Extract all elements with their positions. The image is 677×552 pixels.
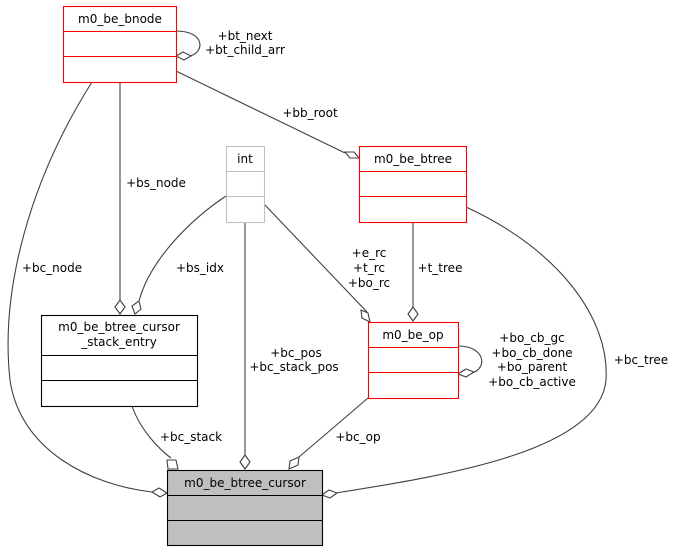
class-box (62, 5, 178, 84)
class-box (40, 314, 199, 408)
class-m0-be-op[interactable]: m0_be_op (367, 321, 460, 400)
class-m0-be-btree-cursor-stack-entry[interactable]: m0_be_btree_cursor _stack_entry (40, 314, 199, 408)
label-bc-stack-pos: +bc_stack_pos (249, 360, 338, 374)
edge-bc-op (298, 397, 369, 458)
diamond-bs-idx (131, 300, 142, 315)
edge-op-self (457, 345, 483, 374)
diamond-bnode-self (174, 51, 193, 61)
class-name: int (237, 152, 253, 166)
class-m0-be-btree-cursor[interactable]: m0_be_btree_cursor (166, 469, 324, 547)
class-name: m0_be_op (382, 328, 443, 342)
label-bs-idx: +bs_idx (176, 261, 224, 275)
diamond-bc-tree (320, 489, 339, 499)
class-name-line1: m0_be_btree_cursor (58, 320, 180, 334)
edge-bc-stack (131, 405, 172, 459)
label-bo-rc: +bo_rc (348, 276, 390, 290)
label-t-tree: +t_tree (418, 261, 463, 275)
label-e-rc: +e_rc (352, 246, 387, 260)
diamond-bb-root (343, 151, 361, 159)
class-name: m0_be_bnode (78, 12, 162, 26)
class-box (225, 145, 266, 224)
class-m0-be-btree[interactable]: m0_be_btree (358, 145, 468, 224)
label-bc-stack: +bc_stack (160, 430, 222, 444)
class-name-line2: _stack_entry (80, 335, 157, 349)
edge-bc-tree (335, 206, 607, 494)
label-bs-node: +bs_node (126, 176, 186, 190)
edge-bc-node (7, 81, 153, 493)
label-bo-cb-active: +bo_cb_active (488, 375, 576, 389)
class-box (367, 321, 460, 400)
label-bo-cb-done: +bo_cb_done (491, 346, 572, 360)
label-bt-child-arr: +bt_child_arr (205, 43, 285, 57)
label-bo-parent: +bo_parent (497, 360, 568, 374)
class-name: m0_be_btree (374, 152, 452, 166)
label-t-rc: +t_rc (353, 261, 385, 275)
diamond-bc-node (150, 487, 169, 498)
diamond-bc-stack (166, 459, 179, 470)
label-bc-pos: +bc_pos (270, 346, 321, 360)
diamond-bs-node (114, 299, 126, 315)
edge-bs-idx (138, 195, 227, 302)
diamond-int-op (360, 309, 371, 324)
edge-int-op (263, 203, 368, 313)
label-bt-next: +bt_next (218, 29, 273, 43)
edge-bnode-self (175, 30, 201, 57)
diamond-bc-op (288, 456, 300, 470)
label-bb-root: +bb_root (282, 106, 338, 120)
class-box (358, 145, 468, 224)
class-box (166, 469, 324, 547)
label-bc-tree: +bc_tree (614, 353, 668, 367)
label-bo-cb-gc: +bo_cb_gc (499, 331, 564, 345)
edge-bb-root (175, 70, 346, 154)
diamond-t-tree (407, 306, 419, 322)
label-bc-op: +bc_op (335, 430, 380, 444)
diamond-bc-pos (239, 454, 251, 470)
class-int[interactable]: int (225, 145, 266, 224)
class-name: m0_be_btree_cursor (184, 476, 306, 490)
diamond-op-self (456, 368, 476, 378)
label-bc-node: +bc_node (22, 261, 82, 275)
class-m0-be-bnode[interactable]: m0_be_bnode (62, 5, 178, 84)
